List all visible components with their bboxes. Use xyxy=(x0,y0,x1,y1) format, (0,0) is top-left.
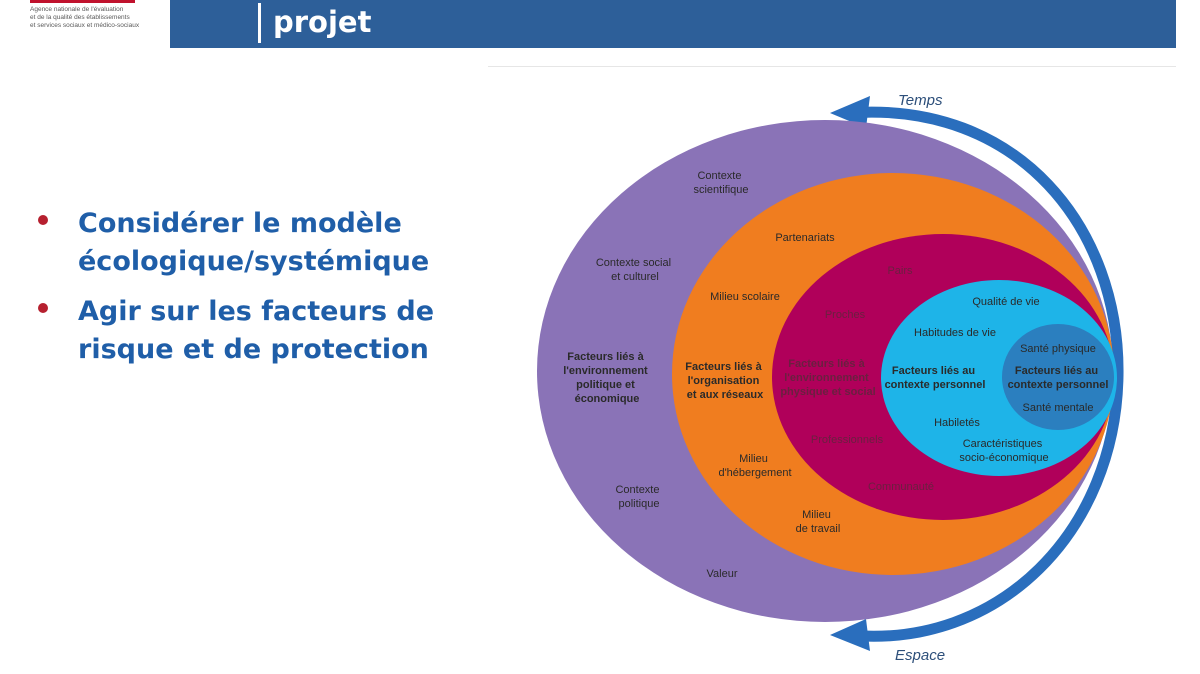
time-space-arc xyxy=(847,106,1124,642)
page-title: projet xyxy=(258,3,371,43)
label-communaute: Communauté xyxy=(868,481,934,493)
label-valeur: Valeur xyxy=(707,568,738,580)
label-core-facteurs-contexte: Facteurs liés au contexte personnel xyxy=(1008,365,1109,391)
logo-tagline: Agence nationale de l'évaluation et de l… xyxy=(30,6,140,29)
arrow-bottom-icon xyxy=(830,619,870,651)
header-bar xyxy=(170,0,1176,48)
bullet-dot-icon xyxy=(38,303,48,313)
anesm-logo: Agence nationale de l'évaluation et de l… xyxy=(30,0,160,40)
crimson-ring-labels: Pairs Proches Facteurs liés à l'environn… xyxy=(780,265,934,493)
purple-ring-labels: Contexte scientifique Contexte social et… xyxy=(563,170,748,580)
label-sante-mentale: Santé mentale xyxy=(1023,402,1094,414)
bullet-item: Considérer le modèle écologique/systémiq… xyxy=(36,205,476,281)
core-labels: Santé physique Facteurs liés au contexte… xyxy=(1008,343,1109,414)
label-milieu-travail: Milieu de travail xyxy=(796,509,841,535)
label-contexte-politique: Contexte politique xyxy=(615,484,662,510)
label-caracteristiques: Caractéristiques socio-économique xyxy=(959,438,1048,464)
bullet-item: Agir sur les facteurs de risque et de pr… xyxy=(36,293,476,369)
label-facteurs-organisation: Facteurs liés à l'organisation et aux ré… xyxy=(685,361,765,401)
bullet-text: Considérer le modèle écologique/systémiq… xyxy=(78,208,430,277)
divider xyxy=(488,66,1176,67)
label-milieu-scolaire: Milieu scolaire xyxy=(710,291,780,303)
logo-red-line xyxy=(30,0,135,3)
light-blue-ring-labels: Qualité de vie Habitudes de vie Facteurs… xyxy=(885,296,1049,464)
label-milieu-hebergement: Milieu d'hébergement xyxy=(718,453,791,479)
label-proches: Proches xyxy=(825,309,866,321)
label-facteurs-env-physique: Facteurs liés à l'environnement physique… xyxy=(780,358,875,398)
axis-label-temps: Temps xyxy=(898,92,943,109)
label-facteurs-contexte: Facteurs liés au contexte personnel xyxy=(885,365,986,391)
label-partenariats: Partenariats xyxy=(775,232,835,244)
axis-label-espace: Espace xyxy=(895,647,945,664)
ring-core xyxy=(1002,324,1114,430)
label-contexte-scientifique: Contexte scientifique xyxy=(693,170,748,196)
label-qualite-vie: Qualité de vie xyxy=(972,296,1039,308)
label-facteurs-env-politique: Facteurs liés à l'environnement politiqu… xyxy=(563,351,651,405)
label-sante-physique: Santé physique xyxy=(1020,343,1096,355)
bullet-text: Agir sur les facteurs de risque et de pr… xyxy=(78,296,435,365)
bullet-list: Considérer le modèle écologique/systémiq… xyxy=(36,205,476,381)
label-habiletes: Habiletés xyxy=(934,417,980,429)
orange-ring-labels: Partenariats Milieu scolaire Facteurs li… xyxy=(685,232,840,535)
label-habitudes-vie: Habitudes de vie xyxy=(914,327,996,339)
arrow-top-icon xyxy=(830,96,870,128)
label-contexte-social: Contexte social et culturel xyxy=(596,257,674,283)
label-pairs: Pairs xyxy=(887,265,913,277)
label-professionnels: Professionnels xyxy=(811,434,884,446)
bullet-dot-icon xyxy=(38,215,48,225)
